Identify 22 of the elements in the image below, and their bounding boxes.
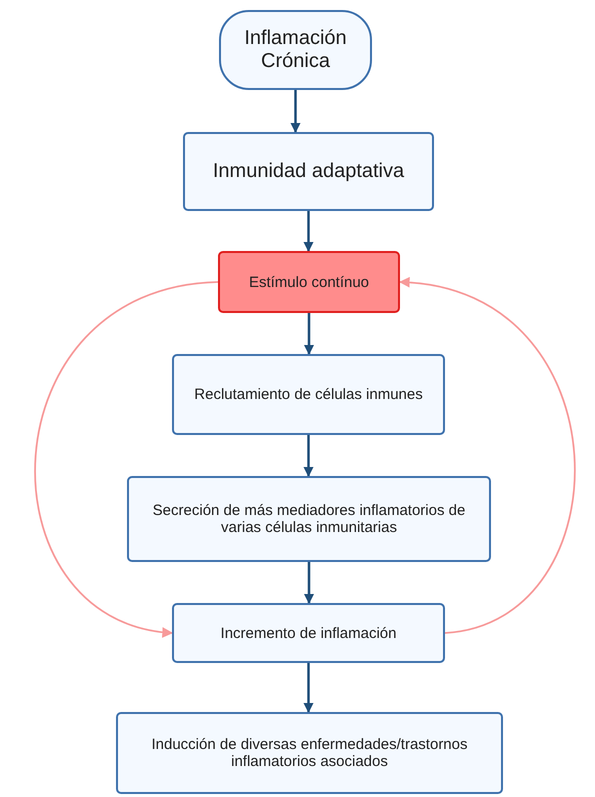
node-label: Inflamación Crónica: [243, 27, 348, 73]
process-box: [172, 354, 445, 435]
process-box: [127, 476, 491, 562]
node-label: Reclutamiento de células inmunes: [194, 386, 423, 403]
arrow: [304, 663, 314, 713]
arrow: [304, 435, 314, 477]
node-label: Estímulo contínuo: [248, 274, 370, 290]
node-label: Inmunidad adaptativa: [212, 160, 404, 183]
arrow: [290, 90, 300, 133]
node-label: Incremento de inflamación: [220, 624, 396, 642]
arrow: [34, 281, 218, 636]
arrow: [398, 278, 576, 634]
node-label: Secreción de más mediadores inflamatorios de varias células inmunitarias: [152, 502, 466, 536]
arrow: [304, 562, 314, 604]
start-terminal: [219, 10, 372, 90]
node-label: Inducción de diversas enfermedades/trastornos inflamatorios asociados: [150, 736, 468, 770]
process-box: [172, 603, 445, 663]
arrow: [304, 211, 314, 252]
arrow: [304, 313, 314, 355]
alert-box: [218, 251, 400, 313]
process-box: [116, 712, 503, 794]
process-box: [183, 132, 434, 211]
